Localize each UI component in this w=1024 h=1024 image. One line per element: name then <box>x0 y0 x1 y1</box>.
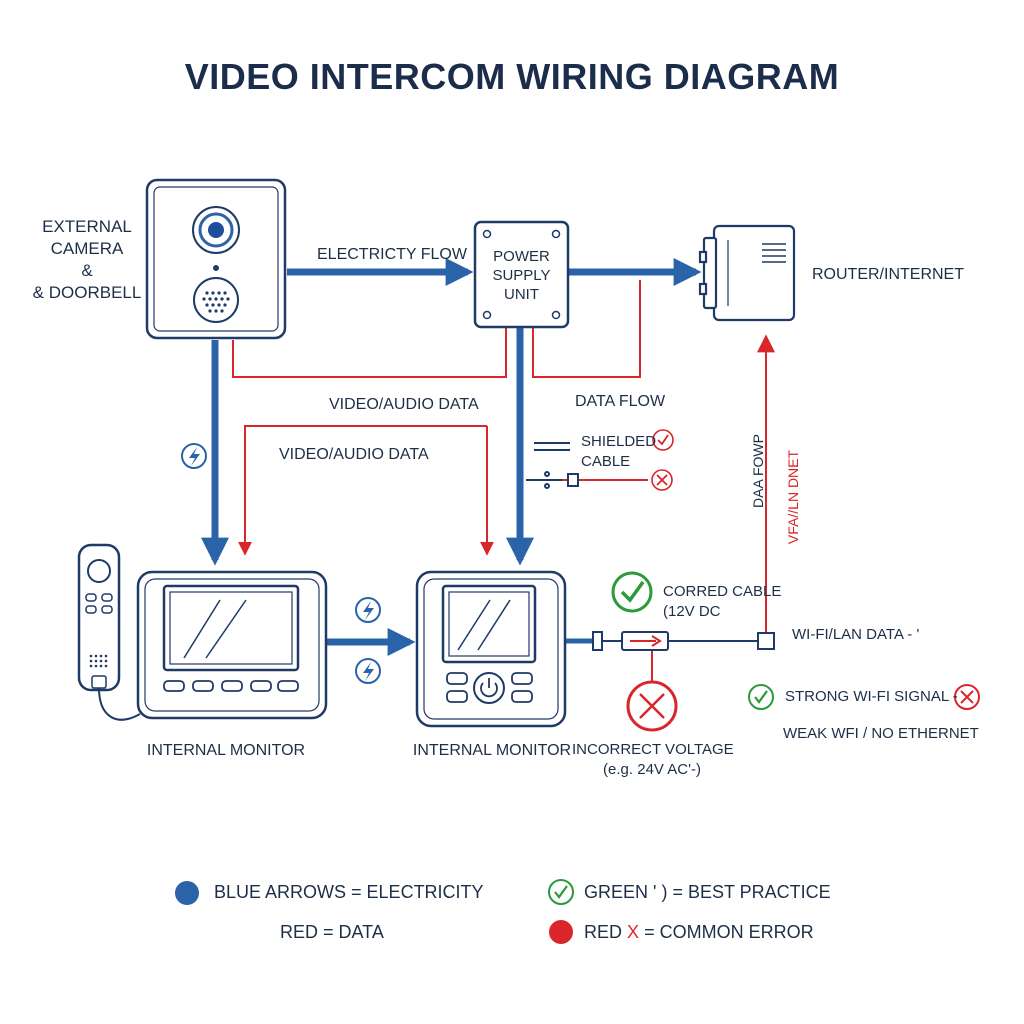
legend-green-best-practice: GREEN ' ) = BEST PRACTICE <box>584 882 831 902</box>
shielded-cable-label: SHIELDED CABLE <box>581 433 657 470</box>
correct-cable-label: CORRED CABLE (12V DC <box>663 583 782 620</box>
wifi-lan-junction <box>757 632 775 650</box>
lightning-icon <box>355 597 381 623</box>
data-wire-to-monitor-1 <box>238 425 487 556</box>
vertical-label-1: DAA FOWP <box>750 434 766 508</box>
internal-monitor-label-2: INTERNAL MONITOR <box>412 742 572 759</box>
monitor-output-cable <box>565 631 775 651</box>
shielded-cable-symbol <box>526 442 579 489</box>
legend-red-data: RED = DATA <box>280 922 384 942</box>
vertical-label-2: VFA//LN DNET <box>785 449 801 545</box>
handset-icon <box>77 543 141 721</box>
video-audio-label-2: VIDEO/AUDIO DATA <box>279 446 429 463</box>
lightning-icon <box>355 658 381 684</box>
internal-monitor-1 <box>136 570 328 720</box>
handset-cord <box>98 687 141 721</box>
camera-icon <box>192 206 240 254</box>
router-icon <box>698 224 796 322</box>
data-wire-camera-psu <box>232 325 507 378</box>
check-icon <box>652 429 674 451</box>
power-button-icon <box>473 672 505 704</box>
power-supply-label: POWER SUPPLY UNIT <box>492 248 551 303</box>
strong-wifi-label: STRONG WI-FI SIGNAL - <box>785 688 958 705</box>
electricity-wires <box>201 258 702 656</box>
external-camera-doorbell <box>145 178 287 340</box>
legend-red-common-error: RED X = COMMON ERROR <box>584 922 814 942</box>
legend-blue-dot <box>175 881 199 905</box>
speaker-grille-icon <box>193 277 239 323</box>
legend-red-dot <box>549 920 573 944</box>
data-wire-psu-router <box>532 280 641 378</box>
page-title: VIDEO INTERCOM WIRING DIAGRAM <box>184 56 840 97</box>
weak-wifi-label: WEAK WFI / NO ETHERNET <box>783 725 979 742</box>
router-label: ROUTER/INTERNET <box>812 266 964 283</box>
incorrect-voltage-label: INCORRECT VOLTAGE (e.g. 24V AC'-) <box>572 741 734 778</box>
legend-blue-arrows: BLUE ARROWS = ELECTRICITY <box>214 882 484 902</box>
x-icon <box>954 684 980 710</box>
data-wires <box>232 280 775 682</box>
check-icon <box>611 571 653 613</box>
power-supply-unit <box>473 220 570 329</box>
electricity-flow-label: ELECTRICTY FLOW <box>317 246 467 263</box>
lightning-icon <box>181 443 207 469</box>
internal-monitor-label-1: INTERNAL MONITOR <box>146 742 306 759</box>
video-audio-label-1: VIDEO/AUDIO DATA <box>329 396 479 413</box>
check-icon <box>748 684 774 710</box>
x-icon <box>651 469 673 491</box>
x-icon <box>626 680 678 732</box>
data-flow-label: DATA FLOW <box>575 393 666 410</box>
external-camera-label: EXTERNAL CAMERA & & DOORBELL <box>32 217 142 302</box>
internal-monitor-2 <box>415 570 567 728</box>
wifi-lan-label: WI-FI/LAN DATA - ' <box>792 626 920 643</box>
legend-check-icon <box>548 879 574 905</box>
